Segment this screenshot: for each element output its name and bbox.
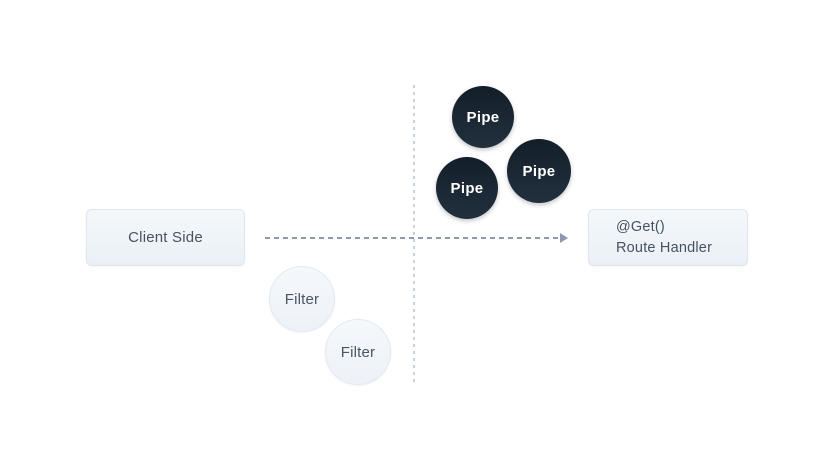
route-handler-node: @Get() Route Handler (588, 209, 748, 266)
pipe-label: Pipe (450, 179, 484, 197)
pipe-node: Pipe (452, 86, 514, 148)
filter-label: Filter (284, 290, 320, 308)
filter-label: Filter (340, 343, 376, 361)
pipe-node: Pipe (507, 139, 571, 203)
client-side-label: Client Side (128, 229, 203, 246)
filter-node: Filter (325, 319, 391, 385)
route-handler-decorator: @Get() (616, 218, 665, 235)
route-handler-label: Route Handler (616, 239, 713, 256)
request-flow-dashed-line (265, 237, 561, 239)
pipe-node: Pipe (436, 157, 498, 219)
client-side-node: Client Side (86, 209, 245, 266)
filter-node: Filter (269, 266, 335, 332)
vertical-dotted-divider (413, 85, 415, 386)
pipe-label: Pipe (466, 108, 500, 126)
arrowhead-icon (560, 233, 568, 243)
pipe-label: Pipe (522, 162, 556, 180)
